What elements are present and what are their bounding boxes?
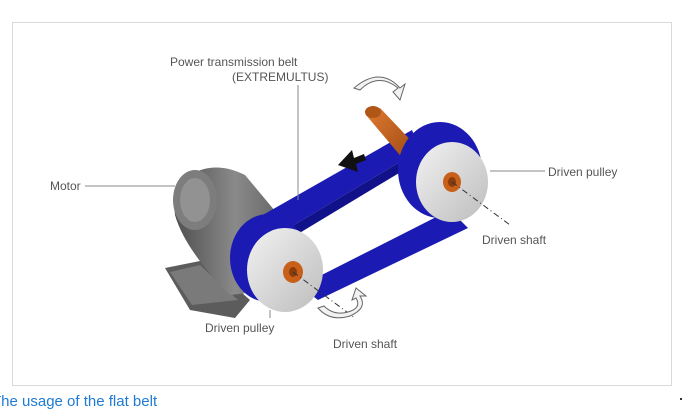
rotation-arrow-icon [317, 287, 368, 319]
direction-arrow-icon [338, 150, 366, 172]
belt [240, 130, 468, 300]
rotation-arrow-icon [352, 76, 406, 102]
driven-pulley-bottom-label: Driven pulley [205, 321, 275, 335]
belt-label-sub: (EXTREMULTUS) [232, 70, 329, 84]
driven-pulley-left [230, 214, 323, 312]
driven-pulley-right [398, 122, 488, 222]
belt-label: Power transmission belt [170, 55, 298, 69]
figure-caption: The usage of the flat belt [0, 393, 158, 410]
driven-pulley-right-label: Driven pulley [548, 165, 618, 179]
stray-dot [680, 398, 682, 400]
leader-lines [85, 85, 545, 318]
driven-shaft-bottom-label: Driven shaft [333, 337, 398, 351]
motor-label: Motor [50, 179, 81, 193]
motor-base [165, 260, 250, 318]
driven-shaft-right-label: Driven shaft [482, 233, 547, 247]
